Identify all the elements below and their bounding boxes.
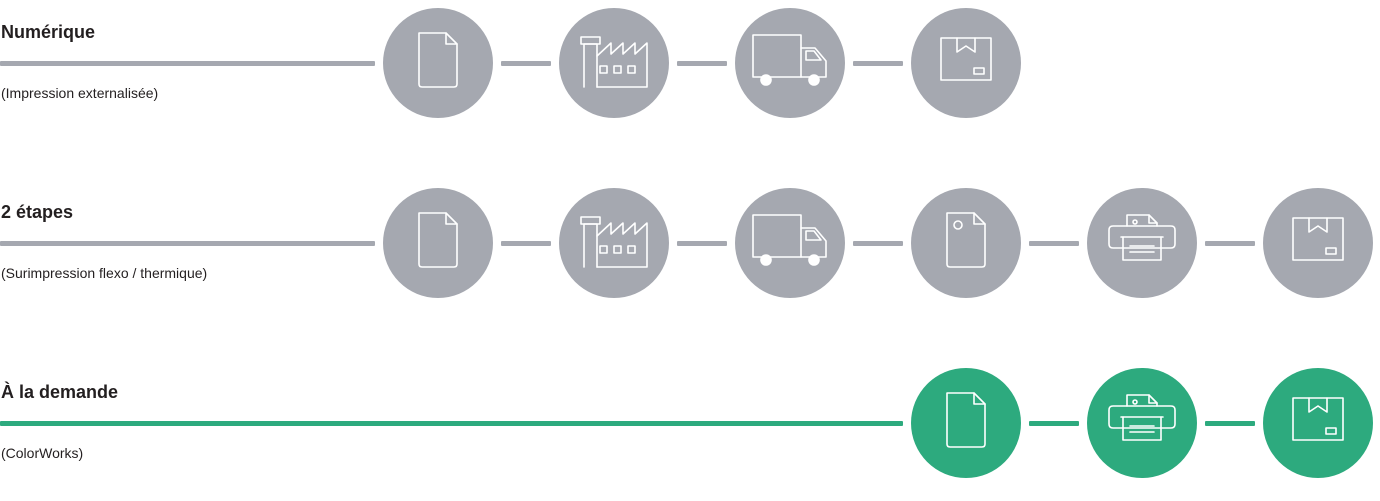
step-circle bbox=[735, 8, 845, 118]
row-subtitle: (ColorWorks) bbox=[1, 445, 84, 461]
step-circle bbox=[1263, 188, 1373, 298]
step-circle bbox=[559, 188, 669, 298]
row-title: 2 étapes bbox=[1, 202, 74, 222]
row-subtitle: (Surimpression flexo / thermique) bbox=[1, 265, 208, 281]
step-connector bbox=[1205, 241, 1255, 246]
workflow-row-numerique: Numérique (Impression externalisée) bbox=[0, 8, 1380, 141]
step-connector bbox=[1205, 421, 1255, 426]
document-icon bbox=[418, 32, 458, 88]
step-connector bbox=[1029, 241, 1079, 246]
step-circle bbox=[911, 8, 1021, 118]
box-icon bbox=[940, 37, 992, 81]
workflow-row-2-etapes: 2 étapes (Surimpression flexo / thermiqu… bbox=[0, 188, 1380, 321]
step-connector bbox=[1029, 421, 1079, 426]
printer-icon bbox=[1108, 394, 1176, 441]
step-circle bbox=[1087, 188, 1197, 298]
truck-icon bbox=[752, 34, 827, 86]
step-circle bbox=[383, 8, 493, 118]
row-subtitle: (Impression externalisée) bbox=[1, 85, 159, 101]
step-connector bbox=[853, 241, 903, 246]
step-circle bbox=[383, 188, 493, 298]
step-circle bbox=[911, 188, 1021, 298]
row-title: À la demande bbox=[1, 382, 119, 402]
workflow-row-a-la-demande: À la demande (ColorWorks) bbox=[0, 368, 1380, 501]
row-title: Numérique bbox=[1, 22, 96, 42]
step-circle bbox=[735, 188, 845, 298]
box-icon bbox=[1292, 397, 1344, 441]
step-connector bbox=[501, 61, 551, 66]
blank-label-icon bbox=[946, 212, 986, 268]
printer-icon bbox=[1108, 214, 1176, 261]
document-icon bbox=[418, 212, 458, 268]
factory-icon bbox=[580, 36, 648, 88]
lead-line bbox=[0, 241, 375, 246]
step-circle bbox=[1087, 368, 1197, 478]
step-connector bbox=[677, 241, 727, 246]
step-connector bbox=[677, 61, 727, 66]
box-icon bbox=[1292, 217, 1344, 261]
document-icon bbox=[946, 392, 986, 448]
truck-icon bbox=[752, 214, 827, 266]
lead-line bbox=[0, 61, 375, 66]
factory-icon bbox=[580, 216, 648, 268]
step-circle bbox=[559, 8, 669, 118]
step-circle bbox=[911, 368, 1021, 478]
lead-line bbox=[0, 421, 903, 426]
step-circle bbox=[1263, 368, 1373, 478]
step-connector bbox=[501, 241, 551, 246]
step-connector bbox=[853, 61, 903, 66]
